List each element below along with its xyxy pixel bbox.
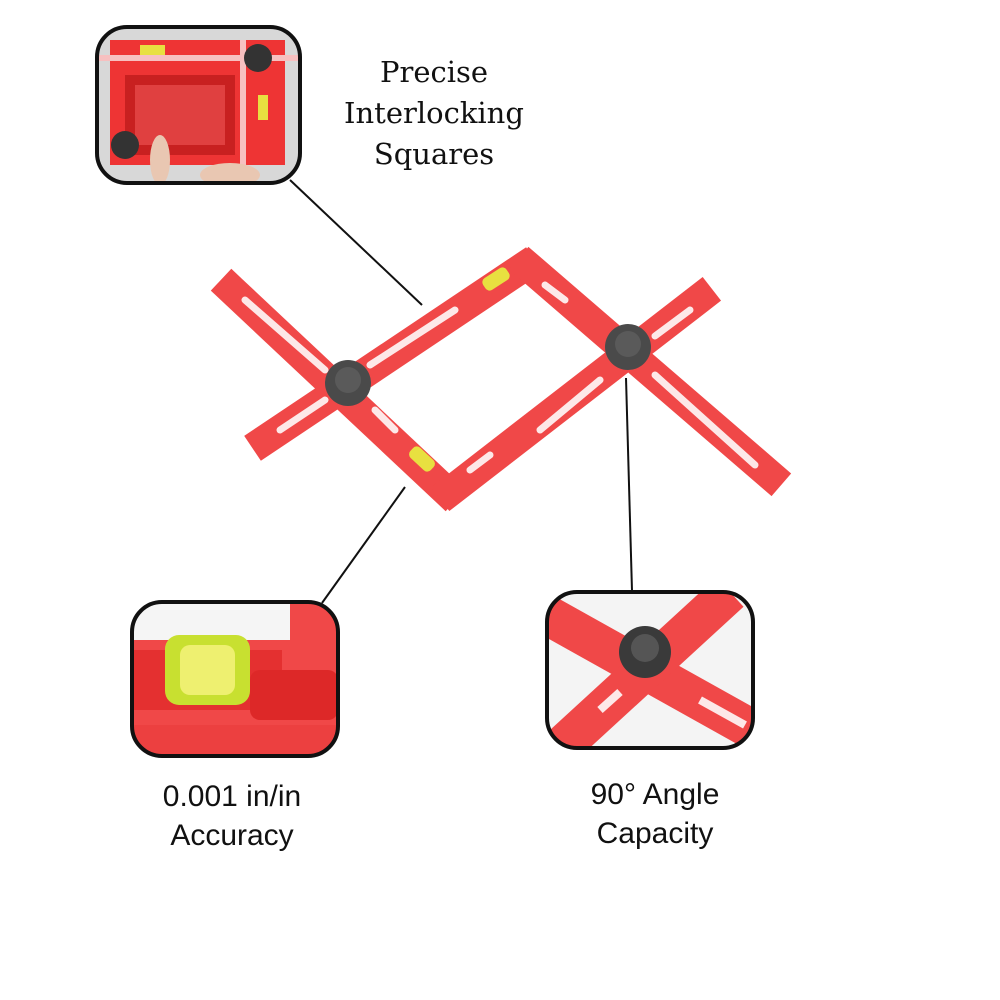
inset-interlocking-squares: [95, 25, 302, 185]
knob-icon: [325, 324, 651, 406]
feature-line: 90° Angle: [590, 778, 720, 811]
inset-level-accuracy: [130, 600, 340, 758]
feature-line: Capacity: [596, 817, 714, 850]
feature-label-angle: 90° Angle Capacity: [535, 775, 775, 853]
feature-line: 0.001 in/in: [162, 780, 302, 813]
feature-line: Accuracy: [170, 819, 294, 852]
angle-tool: [210, 246, 792, 512]
feature-line: Precise: [379, 55, 489, 89]
leader-lines: [289, 179, 633, 604]
feature-line: Interlocking: [344, 96, 524, 130]
inset-angle-capacity: [545, 590, 755, 750]
feature-label-accuracy: 0.001 in/in Accuracy: [112, 777, 352, 855]
bubble-vial-icon: [409, 267, 510, 472]
feature-line: Squares: [373, 137, 495, 171]
feature-label-interlocking: Precise Interlocking Squares: [334, 52, 534, 175]
